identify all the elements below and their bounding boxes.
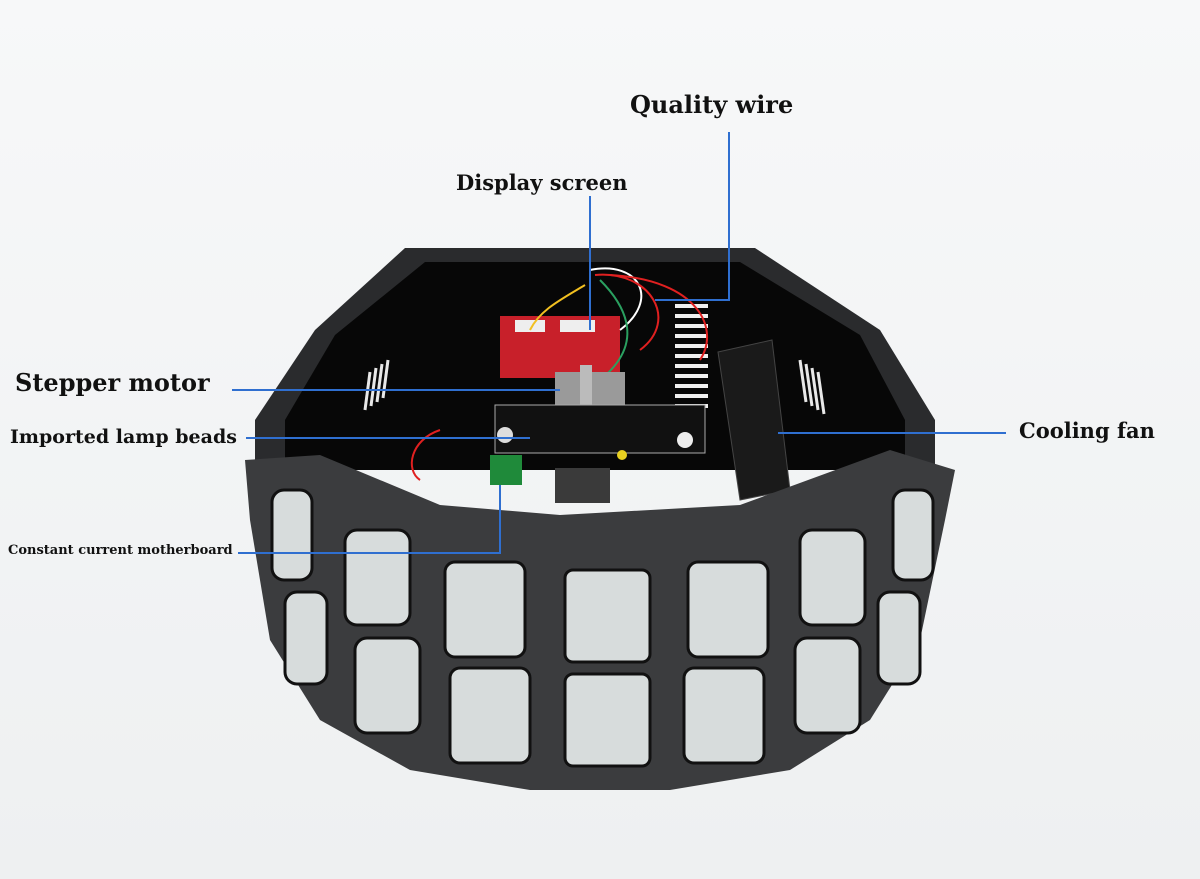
callout-stepper-motor: Stepper motor [15, 368, 210, 397]
right-vent-icon [798, 359, 826, 415]
callout-constant-current-motherboard: Constant current motherboard [8, 543, 233, 558]
motherboard-pcb [490, 455, 522, 485]
leader-lines [232, 132, 1006, 554]
wire-bundle [529, 267, 709, 381]
lenses [270, 488, 935, 768]
quality-wire-leader [655, 132, 730, 301]
lamp-bead-board [494, 404, 706, 454]
callout-quality-wire: Quality wire [630, 90, 794, 119]
callout-cooling-fan: Cooling fan [1019, 418, 1155, 443]
callout-display-screen: Display screen [456, 170, 628, 195]
callout-imported-lamp-beads: Imported lamp beads [10, 426, 237, 448]
constant-current-motherboard-leader [238, 485, 501, 554]
